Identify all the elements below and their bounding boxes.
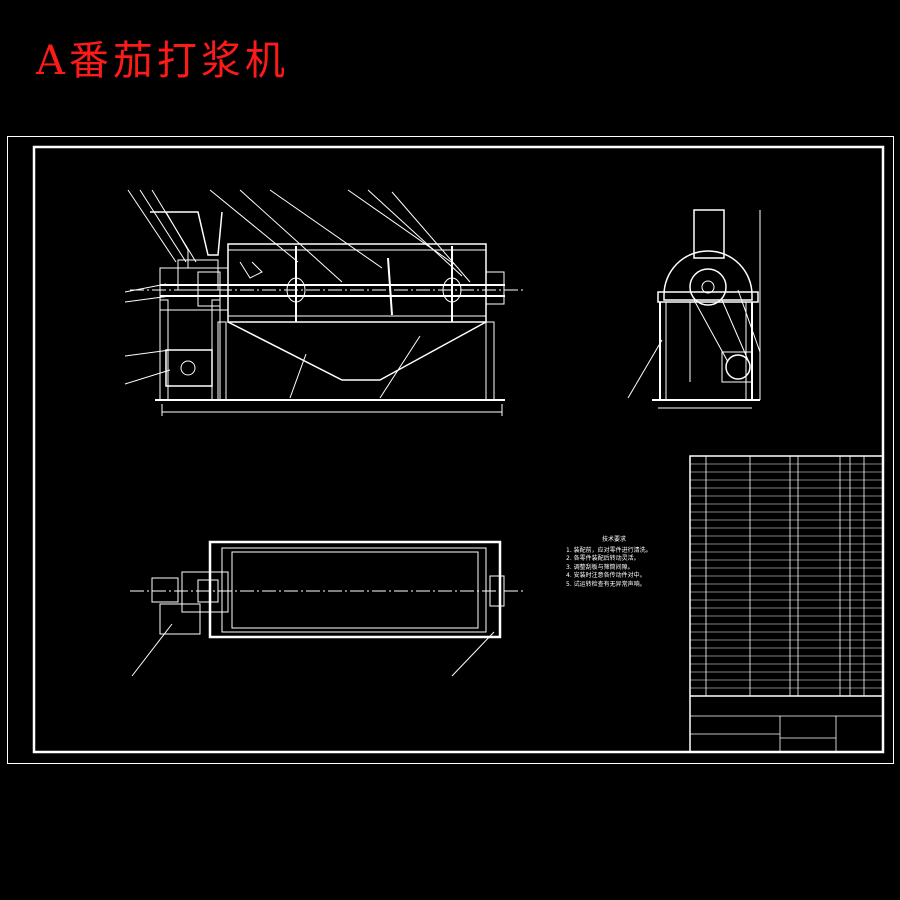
technical-requirements: 技术要求 1. 装配前，应对零件进行清洗。 2. 各零件装配后转动灵活。 3. …	[566, 536, 662, 590]
requirement-item: 3. 调整刮板与筛筒间隙。	[566, 563, 634, 571]
inner-frame	[32, 145, 885, 754]
requirements-heading: 技术要求	[601, 536, 626, 543]
top-view	[130, 540, 525, 677]
side-view	[627, 209, 761, 409]
requirement-item: 5. 试运转检查有无异常声响。	[566, 580, 646, 588]
parts-list	[689, 455, 884, 753]
drawing-title: A番茄打浆机	[36, 38, 289, 84]
requirement-item: 2. 各零件装配后转动灵活。	[566, 555, 640, 563]
requirement-item: 1. 装配前，应对零件进行清洗。	[566, 546, 652, 554]
requirement-item: 4. 安装时注意各传动件对中。	[566, 572, 646, 580]
outer-frame	[7, 136, 894, 764]
front-view	[124, 189, 525, 416]
